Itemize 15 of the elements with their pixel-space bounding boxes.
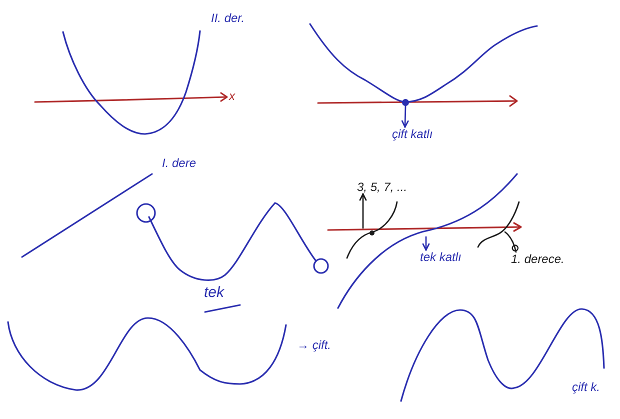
annotation-text: 1. derece. — [511, 252, 564, 266]
derivative-label: II. der. — [211, 11, 245, 25]
note-text: çift k. — [572, 380, 600, 394]
annotation-text: tek katlı — [420, 250, 462, 264]
curve-label: tek — [204, 286, 224, 300]
axis-label: x — [229, 89, 235, 103]
annotation-text: 3, 5, 7, ... — [357, 180, 408, 194]
arrow — [422, 236, 430, 251]
derivative-label: I. dere — [162, 156, 196, 170]
annotation-text: çift katlı — [392, 127, 433, 141]
leader-line — [504, 231, 518, 253]
arrow — [359, 193, 367, 229]
arrow — [401, 105, 409, 128]
tangent-point — [402, 99, 409, 106]
note-text: → çift. — [297, 338, 332, 352]
